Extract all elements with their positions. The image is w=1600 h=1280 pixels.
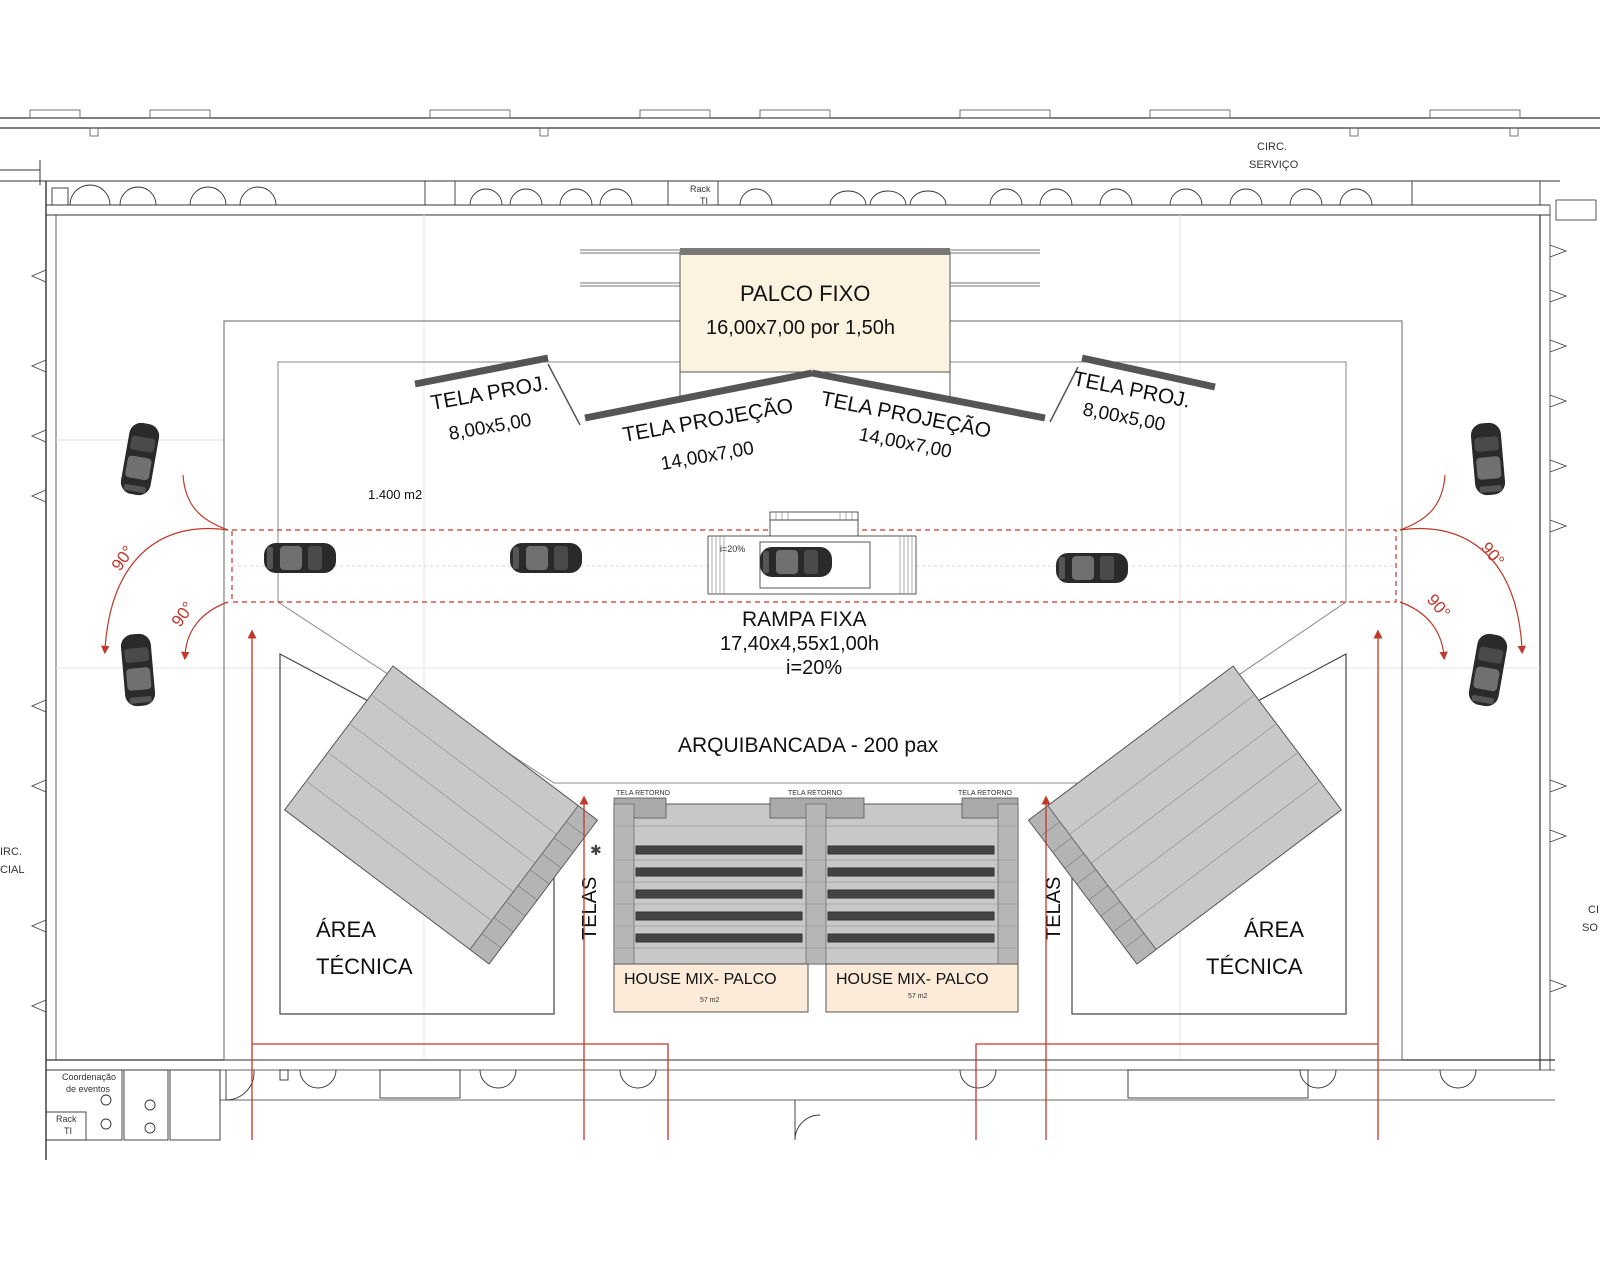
- area-tecnica-right-label-2: TÉCNICA: [1206, 954, 1303, 979]
- angle-right-2: 90°: [1423, 590, 1454, 622]
- circ-right-label: CI: [1588, 904, 1599, 916]
- telas-left-label: TELAS: [579, 877, 601, 940]
- house-mix-right: [825, 963, 1019, 1013]
- tela-projecao-left-label: TELA PROJEÇÃO: [621, 393, 795, 447]
- car-icon: [118, 420, 162, 498]
- turning-arcs: [101, 474, 1527, 661]
- circ-social-label-2: CIAL: [0, 864, 24, 876]
- area-m2-label: 1.400 m2: [368, 487, 422, 502]
- seating-block-right: [1027, 665, 1343, 965]
- tela-retorno-label-2: TELA RETORNO: [788, 790, 842, 797]
- car-icon: [119, 632, 157, 708]
- door-icon: [51, 180, 1541, 206]
- coordination-rooms: [45, 1069, 221, 1141]
- projection-screens: [414, 354, 1216, 426]
- palco-fixo-dims: 16,00x7,00 por 1,50h: [706, 317, 895, 339]
- car-icon: [760, 547, 832, 577]
- car-icon: [1466, 631, 1510, 709]
- circ-servico-label: CIRC.: [1257, 141, 1287, 153]
- coord-eventos-label-2: de eventos: [66, 1084, 111, 1094]
- left-wall-details: [30, 269, 47, 1013]
- house-mix-left: [613, 963, 809, 1013]
- circ-servico-label-2: SERVIÇO: [1249, 159, 1299, 171]
- stage-back-edge: [680, 248, 950, 255]
- circ-social-label: IRC.: [0, 846, 22, 858]
- angle-right-1: 90°: [1477, 538, 1508, 570]
- house-mix-right-area: 57 m2: [908, 993, 928, 1000]
- tela-projecao-left-dims: 14,00x7,00: [659, 438, 755, 475]
- seating-block-left: [283, 665, 599, 965]
- tela-retorno-label-3: TELA RETORNO: [958, 790, 1012, 797]
- rack-ti-top-label-2: TI: [700, 196, 708, 206]
- central-grandstand: [613, 797, 1019, 965]
- car-icon: [1469, 421, 1507, 497]
- right-wall-details: [1549, 199, 1597, 993]
- rack-ti-bottom-label-2: TI: [64, 1126, 72, 1136]
- palco-fixo-title: PALCO FIXO: [740, 281, 870, 306]
- top-wall-details: [29, 109, 1521, 137]
- tela-retorno-label-1: TELA RETORNO: [616, 790, 670, 797]
- house-mix-right-label: HOUSE MIX- PALCO: [836, 971, 989, 988]
- house-mix-left-area: 57 m2: [700, 997, 720, 1004]
- area-tecnica-right-label: ÁREA: [1244, 917, 1304, 942]
- angle-left-2: 90°: [168, 598, 198, 630]
- rack-ti-top-label: Rack: [690, 184, 711, 194]
- door-icon: [225, 1069, 1477, 1141]
- arquibancada-label: ARQUIBANCADA - 200 pax: [678, 734, 939, 757]
- ramp-slope-small: i=20%: [720, 544, 745, 554]
- car-icon: [1056, 553, 1128, 583]
- telas-right-label: TELAS: [1043, 877, 1065, 940]
- person-icon: ✱: [590, 843, 602, 859]
- car-path: [231, 529, 1397, 603]
- rampa-fixa-dims: 17,40x4,55x1,00h: [720, 633, 879, 655]
- rampa-fixa-slope: i=20%: [786, 657, 842, 679]
- stage-lines: [580, 249, 1040, 287]
- rack-ti-bottom-label: Rack: [56, 1114, 77, 1124]
- area-tecnica-left-label: ÁREA: [316, 917, 376, 942]
- angle-left-1: 90°: [108, 542, 138, 574]
- car-icon: [510, 543, 582, 573]
- area-tecnica-left-label-2: TÉCNICA: [316, 954, 413, 979]
- tela-proj-left-dims: 8,00x5,00: [447, 410, 533, 445]
- coord-eventos-label: Coordenação: [62, 1072, 116, 1082]
- circ-right-label-2: SO: [1582, 922, 1598, 934]
- house-mix-left-label: HOUSE MIX- PALCO: [624, 971, 777, 988]
- circulation-routes: [247, 629, 1383, 1140]
- car-icon: [264, 543, 336, 573]
- rampa-fixa-title: RAMPA FIXA: [742, 608, 866, 631]
- palco-fixo-stage: [679, 251, 951, 373]
